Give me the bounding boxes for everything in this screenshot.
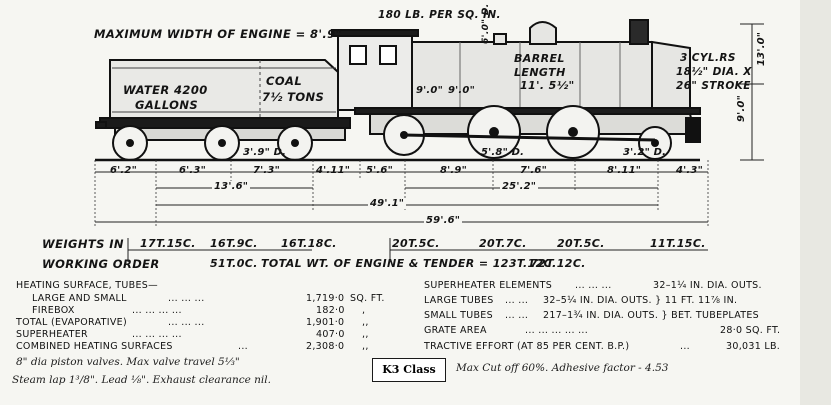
coupling-rod (403, 133, 656, 142)
spec-total-evap-unit: ,, (362, 317, 369, 328)
handwritten-note-cutoff: Max Cut off 60%. Adhesive factor - 4.53 (456, 362, 669, 374)
spec-tractive-dots: ... (680, 341, 690, 352)
cylinder-diameter-label: 18½" DIA. X (676, 66, 752, 78)
spec-large-small-dots: ... ... ... (168, 293, 205, 304)
spec-firebox-label: FIREBOX (32, 305, 75, 316)
cylinders-label: 3 CYL.RS (680, 52, 736, 64)
coal-tons-label: 7½ TONS (262, 90, 325, 104)
weights-label: WEIGHTS IN (42, 237, 124, 251)
spec-small-tubes-label: SMALL TUBES (424, 310, 493, 321)
engine-axle-weight-2: 20T.7C. (479, 237, 527, 250)
wheelbase-spacing-7: 7'.6" (520, 165, 547, 176)
handwritten-note-valves: 8" dia piston valves. Max valve travel 5… (16, 356, 240, 368)
spec-firebox-unit: , (362, 305, 366, 316)
bogie-wheel-diameter: 3'.2" D. (623, 147, 667, 158)
wheelbase-spacing-8: 8'.11" (607, 165, 642, 176)
spec-large-small-label: LARGE AND SMALL (32, 293, 127, 304)
spec-elements-dots: ... ... ... (575, 280, 612, 291)
wheelbase-spacing-9: 4'.3" (676, 165, 703, 176)
spec-total-evap-value: 1,901·0 (306, 317, 345, 328)
spec-large-tubes-label: LARGE TUBES (424, 295, 494, 306)
spec-total-evap-dots: ... ... ... (168, 317, 205, 328)
engine-total-weight: 72T.12C. (530, 257, 586, 270)
spec-superheater-dots: ... ... ... ... (132, 329, 182, 340)
coal-label: COAL (266, 74, 303, 88)
spec-elements-value: 32–1¼ IN. DIA. OUTS. (653, 280, 762, 291)
water-gallons-label: GALLONS (135, 98, 199, 112)
engine-axle-weight-4: 11T.15C. (650, 237, 706, 250)
pressure-label: 180 LB. PER SQ. IN. (378, 9, 501, 21)
spec-elements-label: SUPERHEATER ELEMENTS (424, 280, 553, 291)
class-label-box: K3 Class (372, 358, 446, 382)
firebox-length-label: 9'.0" (448, 85, 475, 96)
height-dimension-lines (736, 23, 764, 161)
wheelbase-spacing-1: 6'.2" (110, 165, 137, 176)
spec-large-tubes-dots: ... ... (505, 295, 529, 306)
spec-combined-value: 2,308·0 (306, 341, 345, 352)
driver-wheel-diameter: 5'.8" D. (481, 147, 525, 158)
barrel-length-label: LENGTH (514, 66, 566, 79)
spec-superheater-label: SUPERHEATER (16, 329, 88, 340)
cylinder-stroke-label: 26" STROKE (676, 80, 751, 92)
combined-wheelbase: 49'.1" (368, 198, 407, 209)
spec-combined-label: COMBINED HEATING SURFACES (16, 341, 173, 352)
spec-small-tubes-value: 217–1¾ IN. DIA. OUTS. } BET. TUBEPLATES (543, 310, 760, 321)
spec-small-tubes-dots: ... ... (505, 310, 529, 321)
spec-combined-unit: ,, (362, 341, 369, 352)
boiler-bands (459, 42, 621, 110)
working-order-label: WORKING ORDER (42, 257, 160, 271)
tender-wheel-hubs (126, 139, 299, 147)
wheelbase-spacing-2: 6'.3" (179, 165, 206, 176)
paper-edge (800, 0, 831, 405)
max-width-label: MAXIMUM WIDTH OF ENGINE = 8'.9" (94, 27, 342, 41)
spec-firebox-value: 182·0 (316, 305, 345, 316)
tender-wheel-diameter: 3'.9" D. (243, 147, 287, 158)
tender-total-weight: 51T.0C. (210, 257, 258, 270)
spec-superheater-value: 407·0 (316, 329, 345, 340)
spec-combined-dots: ... (238, 341, 248, 352)
spec-grate-label: GRATE AREA (424, 325, 487, 336)
tender-wheelbase: 13'.6" (212, 181, 251, 192)
spec-firebox-dots: ... ... ... ... (132, 305, 182, 316)
spec-grate-value: 28·0 SQ. FT. (720, 325, 781, 336)
boiler-outline (411, 19, 691, 112)
wheelbase-spacing-4: 4'.11" (316, 165, 351, 176)
spec-large-small-unit: SQ. FT. (350, 293, 385, 304)
spec-total-evap-label: TOTAL (EVAPORATIVE) (16, 317, 127, 328)
engine-wheel-hubs (400, 127, 659, 147)
engine-wheelbase: 25'.2" (500, 181, 539, 192)
tender-axle-weight-3: 16T.18C. (281, 237, 337, 250)
engine-axle-weight-1: 20T.5C. (392, 237, 440, 250)
tender-axle-weight-2: 16T.9C. (210, 237, 258, 250)
combined-total-weight: TOTAL WT. OF ENGINE & TENDER = 123T.12C. (261, 257, 557, 270)
wheelbase-spacing-6: 8'.9" (440, 165, 467, 176)
spec-superheater-unit: ,, (362, 329, 369, 340)
barrel-label: BARREL (514, 52, 565, 65)
overall-length: 59'.6" (424, 215, 463, 226)
spec-large-small-value: 1,719·0 (306, 293, 345, 304)
tender-detail (112, 60, 336, 118)
handwritten-note-steam-lap: Steam lap 1³/8". Lead ⅛". Exhaust cleara… (12, 374, 271, 386)
water-capacity-label: WATER 4200 (123, 83, 208, 97)
wheelbase-spacing-3: 7'.3" (253, 165, 280, 176)
boiler-rear-label: 9'.0" (416, 85, 443, 96)
cab-outline (331, 29, 419, 111)
barrel-length-value: 11'. 5½" (520, 79, 575, 92)
spec-heating-surface-heading: HEATING SURFACE, TUBES— (16, 280, 158, 291)
spec-grate-dots: ... ... ... ... ... (525, 325, 589, 336)
spec-large-tubes-value: 32–5¼ IN. DIA. OUTS. } 11 FT. 11⅞ IN. (543, 295, 738, 306)
spec-tractive-label: TRACTIVE EFFORT (AT 85 PER CENT. B.P.) (424, 341, 630, 352)
wheelbase-spacing-5: 5'.6" (366, 165, 393, 176)
engine-axle-weight-3: 20T.5C. (557, 237, 605, 250)
tender-axle-weight-1: 17T.15C. (140, 237, 196, 250)
spec-tractive-value: 30,031 LB. (726, 341, 781, 352)
